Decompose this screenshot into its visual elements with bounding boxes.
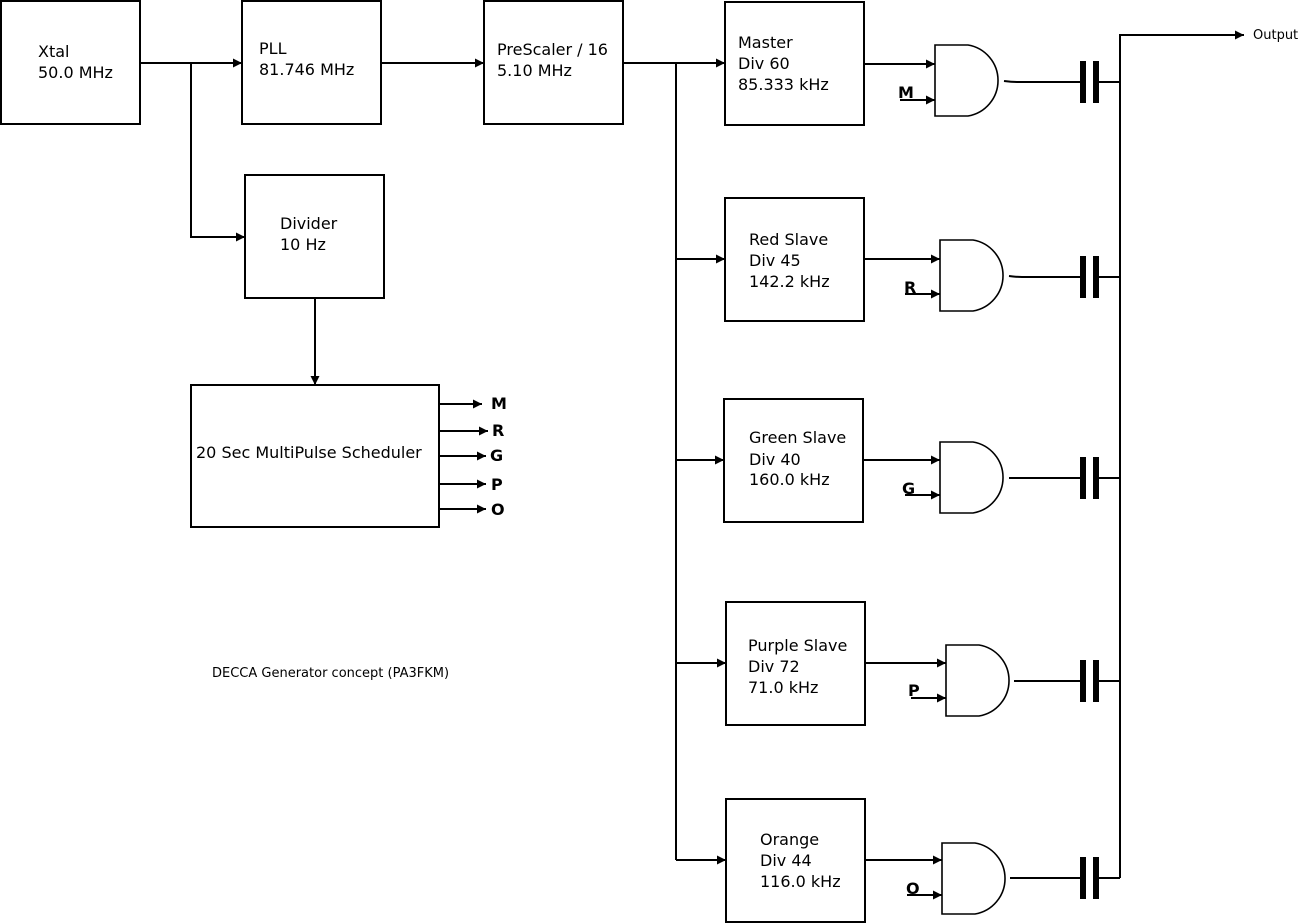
gate-input-m: M [898, 83, 914, 102]
red-slave-divisor: Div 45 [749, 251, 801, 270]
red-slave-label: Red Slave [749, 230, 828, 249]
scheduler-output-r: R [492, 421, 504, 440]
and-gate-icon [939, 239, 1004, 312]
red-slave-frequency: 142.2 kHz [749, 272, 830, 291]
capacitor-icon [1080, 256, 1086, 298]
capacitor-icon [1093, 660, 1099, 702]
pll-label: PLL [259, 39, 287, 58]
divider-label: Divider [280, 214, 338, 233]
capacitors [1080, 61, 1099, 899]
scheduler-output-p: P [491, 475, 503, 494]
gate-input-p: P [908, 681, 920, 700]
gate-input-r: R [904, 278, 916, 297]
green-slave-divisor: Div 40 [749, 450, 801, 469]
master-frequency: 85.333 kHz [738, 75, 829, 94]
capacitor-icon [1093, 256, 1099, 298]
gate1-out [1003, 80, 1081, 83]
xtal-frequency: 50.0 MHz [38, 63, 113, 82]
green-slave-block: Green Slave Div 40 160.0 kHz [723, 398, 864, 523]
scheduler-label: 20 Sec MultiPulse Scheduler [196, 443, 422, 462]
prescaler-label: PreScaler / 16 [497, 40, 608, 59]
gate-input-g: G [902, 479, 915, 498]
diagram-caption: DECCA Generator concept (PA3FKM) [212, 666, 449, 681]
and-gate-icon [945, 644, 1010, 717]
scheduler-output-g: G [490, 446, 503, 465]
pll-frequency: 81.746 MHz [259, 60, 354, 79]
output-bus-arrow [1119, 30, 1244, 878]
pll-block: PLL 81.746 MHz [241, 0, 382, 125]
master-divisor: Div 60 [738, 54, 790, 73]
wires [140, 30, 1244, 900]
scheduler-block: 20 Sec MultiPulse Scheduler [190, 384, 440, 528]
prescaler-block: PreScaler / 16 5.10 MHz [483, 0, 624, 125]
master-label: Master [738, 33, 793, 52]
and-gate-icon [941, 842, 1006, 915]
capacitor-icon [1080, 457, 1086, 499]
capacitor-icon [1080, 660, 1086, 702]
purple-slave-block: Purple Slave Div 72 71.0 kHz [725, 601, 866, 726]
and-gates [934, 44, 1010, 915]
capacitor-icon [1093, 61, 1099, 103]
gate-input-labels: M R G P O [898, 83, 920, 898]
orange-frequency: 116.0 kHz [760, 872, 841, 891]
master-block: Master Div 60 85.333 kHz [724, 1, 865, 126]
and-gate-icon [934, 44, 999, 117]
prescaler-frequency: 5.10 MHz [497, 61, 572, 80]
purple-slave-label: Purple Slave [748, 636, 847, 655]
capacitor-icon [1093, 857, 1099, 899]
green-slave-frequency: 160.0 kHz [749, 470, 830, 489]
divider-frequency: 10 Hz [280, 235, 326, 254]
orange-divisor: Div 44 [760, 851, 812, 870]
xtal-block: Xtal 50.0 MHz [0, 0, 141, 125]
capacitor-icon [1080, 61, 1086, 103]
scheduler-output-m: M [491, 394, 507, 413]
gate2-out [1008, 275, 1081, 278]
divider-block: Divider 10 Hz [244, 174, 385, 299]
purple-slave-frequency: 71.0 kHz [748, 678, 818, 697]
scheduler-output-o: O [491, 500, 505, 519]
gate-input-o: O [906, 879, 920, 898]
capacitor-icon [1093, 457, 1099, 499]
xtal-to-divider-arrow [190, 63, 245, 242]
output-label: Output [1253, 28, 1298, 43]
capacitor-icon [1080, 857, 1086, 899]
xtal-label: Xtal [38, 42, 69, 61]
red-slave-block: Red Slave Div 45 142.2 kHz [724, 197, 865, 322]
orange-label: Orange [760, 830, 819, 849]
orange-block: Orange Div 44 116.0 kHz [725, 798, 866, 923]
purple-slave-divisor: Div 72 [748, 657, 800, 676]
green-slave-label: Green Slave [749, 428, 846, 447]
scheduler-output-labels: M R G P O [490, 394, 507, 519]
and-gate-icon [939, 441, 1004, 514]
